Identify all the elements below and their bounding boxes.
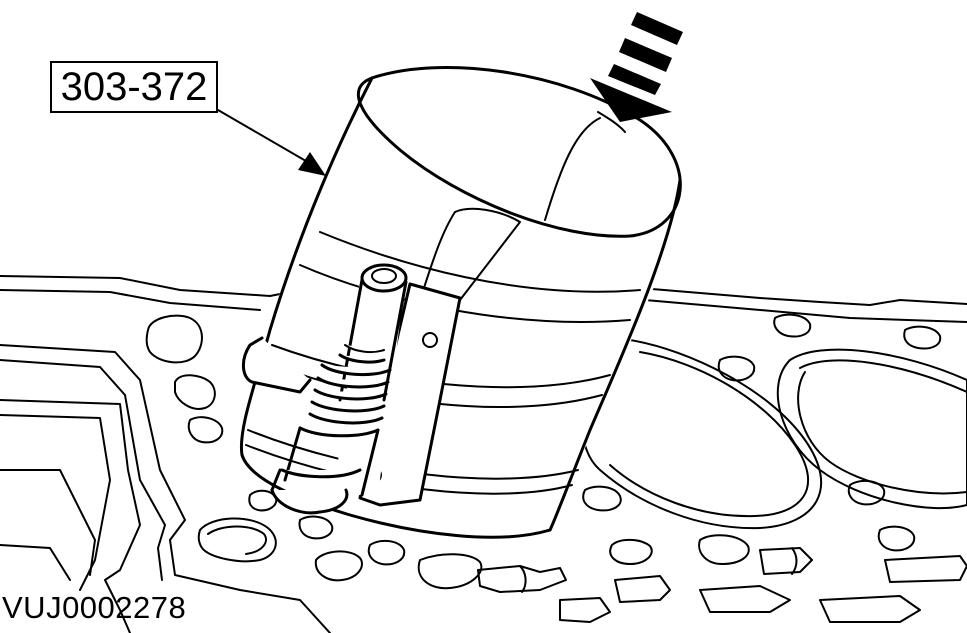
leader-arrow-icon [218,110,326,176]
passage-hole [189,417,223,442]
passage-hole [774,315,810,337]
passage-hole [760,548,812,574]
passage-hole [699,535,749,564]
compressor-right-edge [550,180,680,530]
cylinder-bore [778,350,967,508]
compressor-top-rim [358,67,680,236]
tool-number-label: 303-372 [50,61,218,113]
passage-hole [175,375,215,409]
passage-hole [719,357,754,381]
compressor-lever [243,338,310,392]
passage-hole [478,566,566,592]
passage-hole [904,327,940,349]
passage-hole [199,518,276,561]
passage-hole [369,541,404,565]
passage-hole [316,551,362,580]
passage-hole [879,527,914,551]
figure-id: VUJ0002278 [2,590,187,625]
passage-hole [147,316,202,363]
passage-hole [610,540,652,564]
cylinder-block-gasket [0,276,967,633]
force-direction-arrow-icon [590,12,683,122]
passage-hole [583,487,621,511]
compressor-left-edge [241,78,372,455]
passage-hole [249,491,276,511]
passage-hole [300,517,333,539]
ratchet-pin [272,265,406,513]
piston-ring-compressor [240,67,686,541]
passage-hole [885,556,967,582]
cylinder-bore [582,340,821,528]
passage-hole [615,576,670,602]
passage-hole [849,481,884,505]
